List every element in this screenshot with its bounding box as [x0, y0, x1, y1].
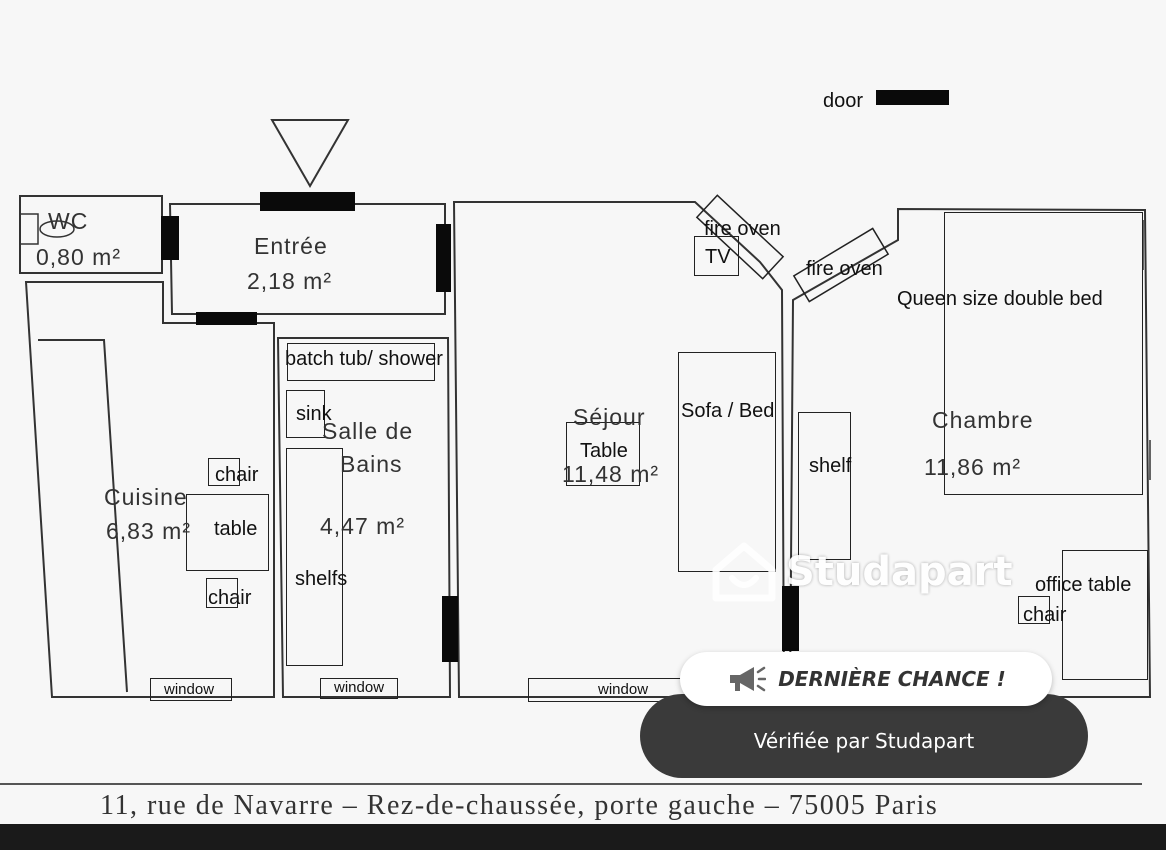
- sejour-table-label: Table: [580, 440, 628, 462]
- bains-name-line2: Bains: [340, 451, 403, 477]
- watermark-brand: Studapart: [786, 549, 1013, 595]
- kitchen-chair-bottom-label: chair: [208, 587, 252, 609]
- bathtub-box: [287, 343, 435, 381]
- legend-door-bar: [876, 90, 949, 105]
- tv-label: TV: [705, 246, 731, 268]
- window-cuisine-label: window: [164, 681, 215, 698]
- shelfs-box: [286, 448, 343, 666]
- sejour-area: 11,48 m²: [562, 461, 660, 487]
- sofa-bed-label: Sofa / Bed: [681, 400, 775, 422]
- window-bains-label: window: [334, 679, 385, 696]
- verified-badge: Vérifiée par Studapart: [640, 694, 1088, 778]
- entrance-arrow-icon: [270, 119, 350, 189]
- bains-door-bar: [442, 596, 458, 662]
- tv-box: [694, 236, 739, 276]
- door-legend-label: door: [823, 90, 864, 112]
- shelfs-label: shelfs: [295, 568, 348, 590]
- entree-outline: [168, 203, 446, 315]
- chambre-area: 11,86 m²: [924, 454, 1022, 480]
- fire-oven-label-1: fire oven: [704, 218, 781, 240]
- right-wall-marks: [1142, 220, 1151, 480]
- last-chance-text: DERNIÈRE CHANCE !: [778, 667, 1006, 691]
- sofa-bed-box: [678, 352, 776, 572]
- wc-area: 0,80 m²: [36, 244, 121, 270]
- wc-door-bar: [161, 216, 179, 260]
- entree-name: Entrée: [254, 233, 328, 259]
- office-chair-label: chair: [1023, 604, 1067, 626]
- wc-bowl: [39, 220, 75, 238]
- bains-name-line1: Salle de: [322, 418, 414, 444]
- kitchen-counter-line: [38, 339, 128, 693]
- office-chair-box: [1018, 596, 1050, 624]
- last-chance-banner[interactable]: DERNIÈRE CHANCE !: [680, 652, 1052, 706]
- sejour-door-bar: [436, 224, 451, 292]
- window-bains-box: [320, 678, 398, 699]
- bathtub-label: batch tub/ shower: [285, 348, 443, 370]
- kitchen-chair-top-box: [208, 458, 240, 486]
- chambre-name: Chambre: [932, 407, 1034, 433]
- office-table-label: office table: [1035, 574, 1132, 596]
- kitchen-table-label: table: [214, 518, 258, 540]
- window-sejour-label: window: [598, 681, 649, 698]
- chambre-door-bar: [782, 586, 799, 651]
- office-table-box: [1062, 550, 1148, 680]
- cuisine-door-bar: [196, 312, 257, 325]
- sink-label: sink: [296, 403, 332, 425]
- house-smile-icon: [712, 542, 776, 602]
- cuisine-outline: [24, 281, 275, 698]
- entree-area: 2,18 m²: [247, 268, 332, 294]
- fire-oven-box-2: [792, 227, 890, 303]
- wc-cistern: [19, 213, 39, 245]
- bains-area: 4,47 m²: [320, 513, 405, 539]
- kitchen-chair-top-label: chair: [215, 464, 259, 486]
- kitchen-table-box: [186, 494, 269, 571]
- megaphone-icon: [730, 666, 767, 692]
- sink-box: [286, 390, 325, 438]
- queen-bed: [944, 212, 1143, 495]
- fire-oven-label-2: fire oven: [806, 258, 883, 280]
- fire-oven-box-1: [695, 194, 785, 280]
- window-cuisine-box: [150, 678, 232, 701]
- cuisine-area: 6,83 m²: [106, 518, 191, 544]
- sejour-table-box: [566, 422, 640, 486]
- shelf-box: [798, 412, 851, 560]
- verified-text: Vérifiée par Studapart: [753, 729, 975, 753]
- queen-bed-label: Queen size double bed: [897, 288, 1103, 310]
- wc-outline: [19, 195, 163, 274]
- bains-outline: [276, 337, 452, 698]
- cuisine-name: Cuisine: [104, 484, 188, 510]
- entrance-door-bar: [260, 192, 355, 211]
- sejour-outline: [452, 201, 786, 698]
- wc-name: WC: [48, 208, 89, 234]
- kitchen-chair-bottom-box: [206, 578, 238, 608]
- address-caption: 11, rue de Navarre – Rez-de-chaussée, po…: [100, 790, 939, 821]
- shelf-label: shelf: [809, 455, 852, 477]
- studapart-watermark: Studapart: [708, 540, 1013, 604]
- sejour-name: Séjour: [573, 404, 646, 430]
- bottom-scan-bar: [0, 824, 1166, 850]
- caption-rule: [0, 783, 1142, 785]
